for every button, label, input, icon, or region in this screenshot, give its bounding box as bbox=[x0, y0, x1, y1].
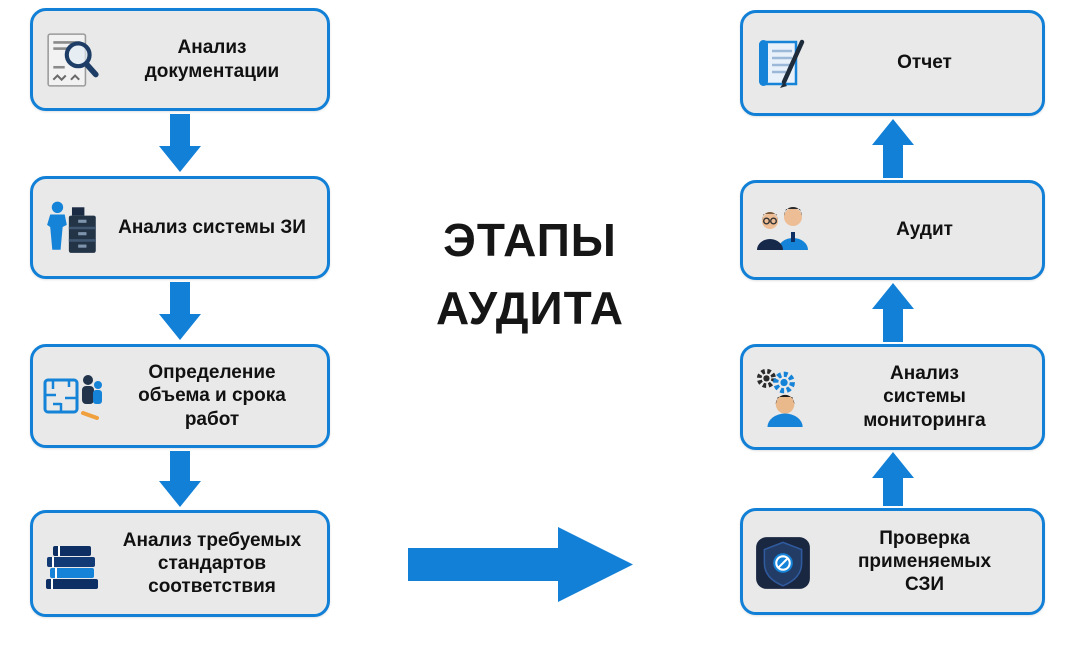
node-analiz-monitoringa: Анализ системы мониторинга bbox=[740, 344, 1045, 450]
node-label: Аудит bbox=[896, 219, 953, 241]
report-scroll-icon bbox=[751, 35, 815, 91]
node-label: Анализ системы ЗИ bbox=[118, 216, 306, 238]
node-label: Определение объема и срока работ bbox=[138, 362, 286, 430]
arrow-down-icon bbox=[157, 282, 203, 340]
arrow-down-icon bbox=[157, 451, 203, 509]
document-search-icon bbox=[41, 31, 105, 89]
node-otchet: Отчет bbox=[740, 10, 1045, 116]
node-label: Анализ требуемых стандартов соответствия bbox=[122, 529, 302, 598]
auditors-people-icon bbox=[751, 203, 815, 257]
shield-icon bbox=[751, 532, 815, 592]
arrow-up-icon bbox=[870, 452, 916, 510]
node-label: Анализ системы мониторинга bbox=[863, 363, 986, 431]
arrow-down-icon bbox=[157, 114, 203, 172]
diagram-title: ЭТАПЫ АУДИТА bbox=[398, 206, 662, 342]
maze-people-icon bbox=[41, 367, 105, 425]
node-opredelenie-obema: Определение объема и срока работ bbox=[30, 344, 330, 448]
node-label: Отчет bbox=[897, 52, 952, 74]
node-analiz-sistemy-zi: Анализ системы ЗИ bbox=[30, 176, 330, 279]
arrow-right-icon bbox=[408, 527, 633, 607]
arrow-up-icon bbox=[870, 119, 916, 178]
books-stack-icon bbox=[41, 537, 105, 591]
node-label: Проверка применяемых СЗИ bbox=[857, 527, 992, 596]
node-label: Анализ документации bbox=[144, 37, 280, 82]
node-analiz-standartov: Анализ требуемых стандартов соответствия bbox=[30, 510, 330, 617]
node-audit: Аудит bbox=[740, 180, 1045, 280]
person-server-icon bbox=[41, 199, 105, 257]
node-proverka-szi: Проверка применяемых СЗИ bbox=[740, 508, 1045, 615]
title-line-2: АУДИТА bbox=[435, 282, 624, 335]
gears-person-icon bbox=[751, 367, 815, 427]
arrow-up-icon bbox=[870, 283, 916, 342]
title-line-1: ЭТАПЫ bbox=[443, 214, 617, 266]
node-analiz-dokumentacii: Анализ документации bbox=[30, 8, 330, 111]
